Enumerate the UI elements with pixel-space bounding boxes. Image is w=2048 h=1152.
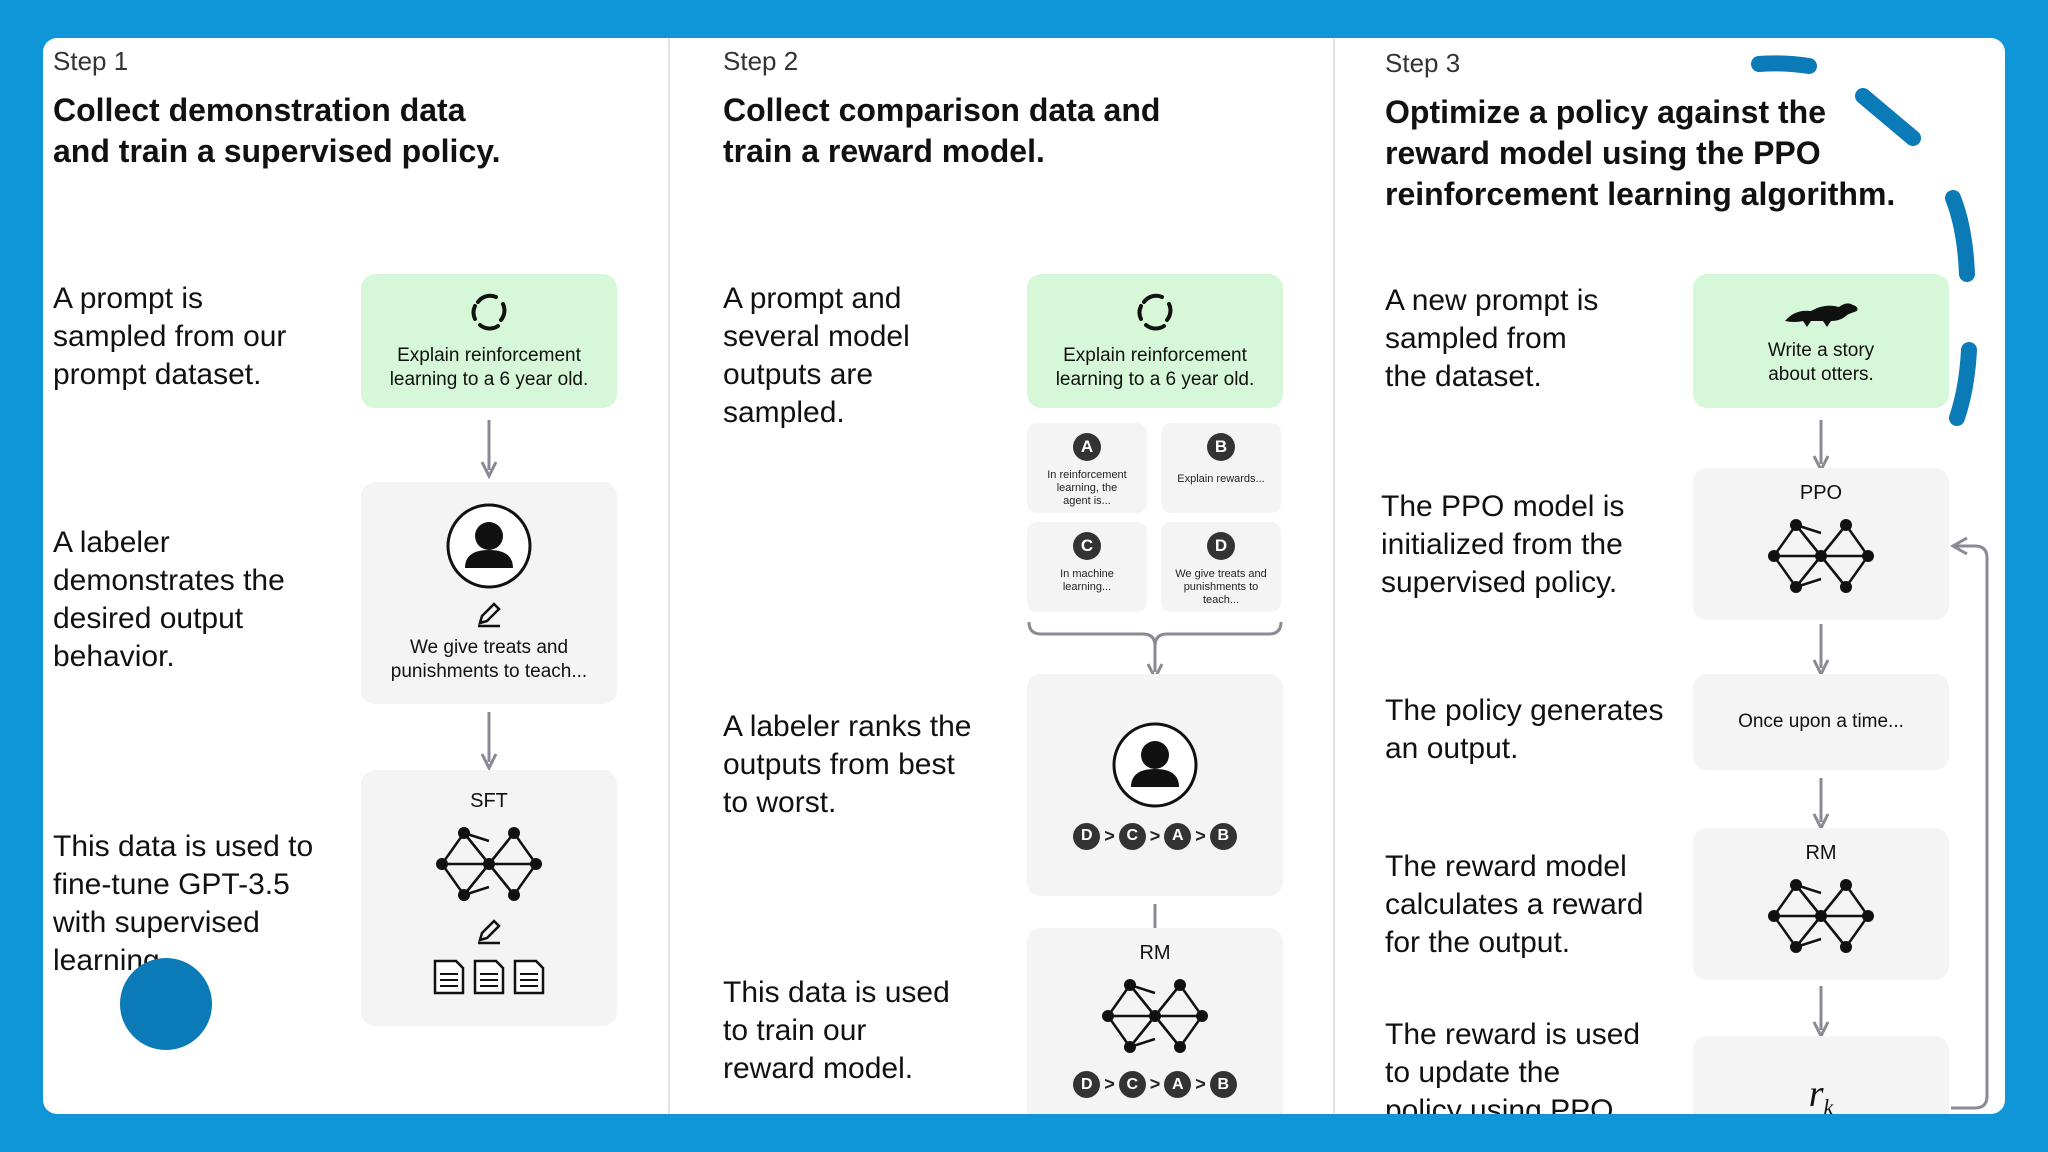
step-1-prompt-box: Explain reinforcement learning to a 6 ye… <box>361 274 617 408</box>
output-card-b: B Explain rewards... <box>1161 423 1281 513</box>
rank-letter: C <box>1118 1071 1146 1098</box>
otter-icon <box>1781 295 1861 329</box>
rank-letter: D <box>1073 1071 1101 1098</box>
network-icon <box>1100 971 1210 1061</box>
step-3-ppo-box: PPO <box>1693 468 1949 620</box>
document-icon <box>512 959 546 995</box>
policy-output-text: Once upon a time... <box>1738 711 1904 732</box>
pencil-icon <box>475 600 503 628</box>
document-icon <box>432 959 466 995</box>
step-3-reward-box: rk <box>1693 1036 1949 1114</box>
decorative-circle <box>120 958 212 1050</box>
rank-letter: A <box>1164 822 1192 850</box>
step-3-title: Optimize a policy against the reward mod… <box>1385 94 1896 212</box>
person-icon <box>1111 721 1199 809</box>
network-icon <box>1766 511 1876 601</box>
step-3-prompt-box: Write a story about otters. <box>1693 274 1949 408</box>
rank-letter: B <box>1209 1071 1237 1098</box>
ranking-row: D > C > A > B <box>1073 822 1237 850</box>
step-1-demo-box: We give treats and punishments to teach.… <box>361 482 617 704</box>
arrow-down <box>1812 624 1830 678</box>
feedback-loop-arrow <box>1949 536 1989 1110</box>
arrow-down <box>480 712 498 772</box>
person-icon <box>445 502 533 590</box>
step-3-output-box: Once upon a time... <box>1693 674 1949 770</box>
rm-label: RM <box>1139 942 1171 964</box>
step-1-sft-box: SFT <box>361 770 617 1026</box>
step-2-label: Step 2 <box>723 46 799 76</box>
sft-label: SFT <box>470 790 508 812</box>
refresh-icon <box>1134 290 1176 332</box>
decorative-dashes <box>1751 55 1977 426</box>
output-letter: B <box>1207 433 1235 461</box>
diagram-frame: Step 1 Collect demonstration data and tr… <box>43 38 2005 1114</box>
step-2-rank-box: D > C > A > B <box>1027 674 1283 896</box>
rank-letter: C <box>1118 822 1146 850</box>
ranking-row: D > C > A > B <box>1073 1071 1237 1098</box>
pencil-icon <box>475 917 503 945</box>
column-divider <box>668 38 670 1114</box>
rank-letter: B <box>1209 822 1237 850</box>
output-letter: A <box>1073 433 1101 461</box>
rank-letter: D <box>1073 822 1101 850</box>
step-3-label: Step 3 <box>1385 48 1461 78</box>
step-2-prompt-box: Explain reinforcement learning to a 6 ye… <box>1027 274 1283 408</box>
step-1-label: Step 1 <box>53 46 129 76</box>
bracket-arrow <box>1027 621 1283 680</box>
arrow-down <box>1812 778 1830 832</box>
step-1-title: Collect demonstration data and train a s… <box>53 92 501 169</box>
column-divider <box>1333 38 1335 1114</box>
ppo-label: PPO <box>1799 482 1843 504</box>
output-letter: D <box>1207 532 1235 560</box>
output-letter: C <box>1073 532 1101 560</box>
reward-symbol: rk <box>1808 1072 1834 1114</box>
rank-letter: A <box>1164 1071 1192 1098</box>
arrow-down <box>1812 986 1830 1040</box>
network-icon <box>434 819 544 909</box>
step-2-title: Collect comparison data and train a rewa… <box>723 92 1161 169</box>
step-3-rm-box: RM <box>1693 828 1949 980</box>
step-2-rm-box: RM D > C > A > B <box>1027 928 1283 1114</box>
refresh-icon <box>468 290 510 332</box>
network-icon <box>1766 871 1876 961</box>
document-icon <box>472 959 506 995</box>
arrow-down <box>480 420 498 480</box>
rm-label: RM <box>1805 842 1837 864</box>
